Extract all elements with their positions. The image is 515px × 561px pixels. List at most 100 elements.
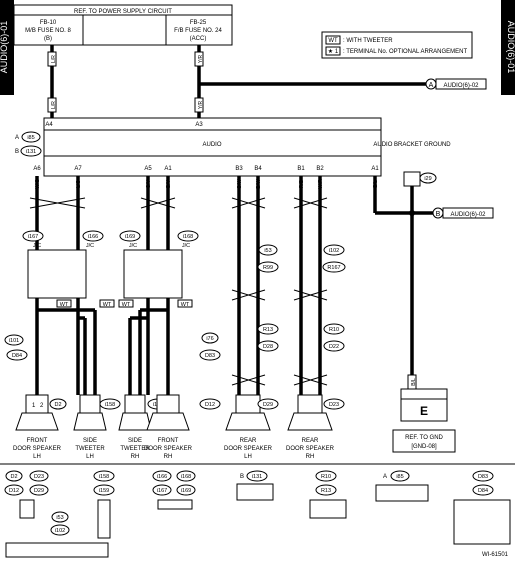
svg-text:LH: LH — [86, 454, 94, 460]
svg-text:A1: A1 — [371, 166, 379, 172]
svg-text:AUDIO(6)-02: AUDIO(6)-02 — [443, 83, 479, 89]
svg-text:A4: A4 — [45, 122, 53, 128]
svg-text:B: B — [15, 149, 19, 155]
ref-audio-02-top: A AUDIO(6)-02 — [425, 78, 487, 90]
svg-text:i53: i53 — [56, 515, 63, 521]
top-wires: L/R Y/R L/R Y/R — [47, 45, 426, 118]
svg-text:i85: i85 — [27, 135, 34, 141]
fb10-line1: M/B FUSE NO. 8 — [25, 28, 71, 34]
svg-text:i131: i131 — [252, 474, 262, 480]
svg-text:R10: R10 — [321, 474, 331, 480]
svg-text:i102: i102 — [329, 248, 339, 254]
figure-id: WI-61501 — [482, 552, 509, 558]
svg-text:: TERMINAL No. OPTIONAL ARRANG: : TERMINAL No. OPTIONAL ARRANGEMENT — [343, 49, 467, 55]
svg-text:D2: D2 — [54, 402, 61, 408]
svg-text:RH: RH — [164, 454, 173, 460]
svg-text:R13: R13 — [263, 327, 273, 333]
svg-text:W/G: W/G — [35, 179, 41, 189]
svg-text:B: B — [240, 474, 244, 480]
svg-text:D22: D22 — [329, 344, 339, 350]
svg-text:i168: i168 — [181, 474, 191, 480]
svg-text:SIDE: SIDE — [128, 438, 142, 444]
svg-text:B: B — [436, 211, 441, 218]
svg-text:L/O: L/O — [76, 180, 82, 188]
svg-text:B4: B4 — [254, 166, 262, 172]
speaker-rear-lh: D29 REAR DOOR SPEAKER LH — [224, 394, 279, 460]
svg-text:REAR: REAR — [240, 438, 257, 444]
svg-text:WT: WT — [181, 302, 190, 308]
svg-text:G/Y: G/Y — [146, 179, 152, 188]
svg-text:i85: i85 — [396, 474, 403, 480]
ground-title: AUDIO BRACKET GROUND — [373, 142, 451, 148]
speaker-front-lh: 1 2 D2 FRONT DOOR SPEAKER LH — [13, 394, 67, 460]
svg-text:AUDIO(6)-02: AUDIO(6)-02 — [450, 212, 486, 218]
svg-text:L/R: L/R — [51, 55, 57, 63]
svg-text:D2: D2 — [10, 474, 17, 480]
svg-text:DOOR SPEAKER: DOOR SPEAKER — [224, 446, 273, 452]
speaker-front-rh: D12 FRONT DOOR SPEAKER RH — [144, 394, 221, 460]
svg-text:i169: i169 — [125, 234, 135, 240]
svg-text:D23: D23 — [329, 402, 339, 408]
svg-text:A7: A7 — [74, 166, 82, 172]
svg-text:D12: D12 — [9, 488, 19, 494]
svg-text:2: 2 — [40, 403, 44, 409]
svg-text:[GND-08]: [GND-08] — [411, 444, 437, 450]
svg-text:WT: WT — [122, 302, 131, 308]
svg-text:REAR: REAR — [302, 438, 319, 444]
bottom-connectors: D2 D23 D12 D29 i53 i102 i158 i159 i166 i… — [4, 470, 511, 558]
power-supply-box: REF. TO POWER SUPPLY CIRCUIT FB-10 M/B F… — [13, 4, 233, 46]
svg-text:A: A — [429, 82, 434, 89]
svg-text:i166: i166 — [88, 234, 98, 240]
svg-text:J/C: J/C — [33, 243, 41, 249]
fb10-line2: (B) — [44, 36, 52, 42]
svg-text:SIDE: SIDE — [83, 438, 97, 444]
svg-text:i167: i167 — [28, 234, 38, 240]
side-tab-right: AUDIO(6)-01 — [501, 0, 515, 95]
svg-text:A3: A3 — [195, 122, 203, 128]
svg-text:A: A — [383, 474, 387, 480]
svg-text:AUDIO(6)-01: AUDIO(6)-01 — [506, 21, 515, 74]
svg-text:i169: i169 — [181, 488, 191, 494]
svg-text:RH: RH — [306, 454, 315, 460]
svg-text:AUDIO(6)-01: AUDIO(6)-01 — [0, 21, 9, 74]
svg-text:FRONT: FRONT — [27, 438, 48, 444]
svg-text:i131: i131 — [26, 149, 36, 155]
svg-text:i168: i168 — [183, 234, 193, 240]
svg-text:FRONT: FRONT — [158, 438, 179, 444]
svg-text:D29: D29 — [34, 488, 44, 494]
fb25-id: FB-25 — [190, 20, 207, 26]
svg-text:Y/R: Y/R — [198, 54, 204, 63]
svg-text:A1: A1 — [164, 166, 172, 172]
svg-text:B2: B2 — [316, 166, 324, 172]
ground-section: AUDIO BRACKET GROUND i29 B AUDIO(6)-02 B… — [373, 142, 494, 453]
audio-unit: AUDIO A4 A3 A i85 B i131 A6 A7 A5 A1 B3 … — [15, 117, 382, 177]
wire-labels: W/G L/O G/Y B/Y G/W B/W R/B W/R B/L — [35, 179, 379, 189]
fb10-id: FB-10 — [40, 20, 57, 26]
svg-text:DOOR SPEAKER: DOOR SPEAKER — [286, 446, 335, 452]
svg-text:DOOR SPEAKER: DOOR SPEAKER — [13, 446, 62, 452]
svg-text:A5: A5 — [144, 166, 152, 172]
svg-text:W/R: W/R — [318, 179, 324, 189]
svg-text:WT: WT — [328, 38, 338, 44]
svg-text:J/C: J/C — [86, 243, 94, 249]
svg-text:R10: R10 — [329, 327, 339, 333]
svg-text:R99: R99 — [263, 265, 273, 271]
svg-text:i167: i167 — [157, 488, 167, 494]
svg-text:D12: D12 — [205, 402, 215, 408]
speaker-tweeter-lh: i158 SIDE TWEETER LH — [73, 394, 121, 460]
svg-text:TWEETER: TWEETER — [75, 446, 105, 452]
svg-text:R13: R13 — [321, 488, 331, 494]
speaker-rear-rh: D23 REAR DOOR SPEAKER RH — [286, 394, 345, 460]
svg-text:LH: LH — [33, 454, 41, 460]
svg-text:Y/R: Y/R — [198, 100, 204, 109]
svg-text:i101: i101 — [9, 338, 19, 344]
svg-text:B/Y: B/Y — [166, 179, 172, 188]
svg-text:R/B: R/B — [299, 179, 305, 188]
svg-text:i102: i102 — [55, 528, 65, 534]
svg-text:D84: D84 — [478, 488, 488, 494]
svg-text:D83: D83 — [205, 353, 215, 359]
svg-text:R167: R167 — [327, 265, 340, 271]
svg-text:i158: i158 — [105, 402, 115, 408]
svg-text:i159: i159 — [99, 488, 109, 494]
